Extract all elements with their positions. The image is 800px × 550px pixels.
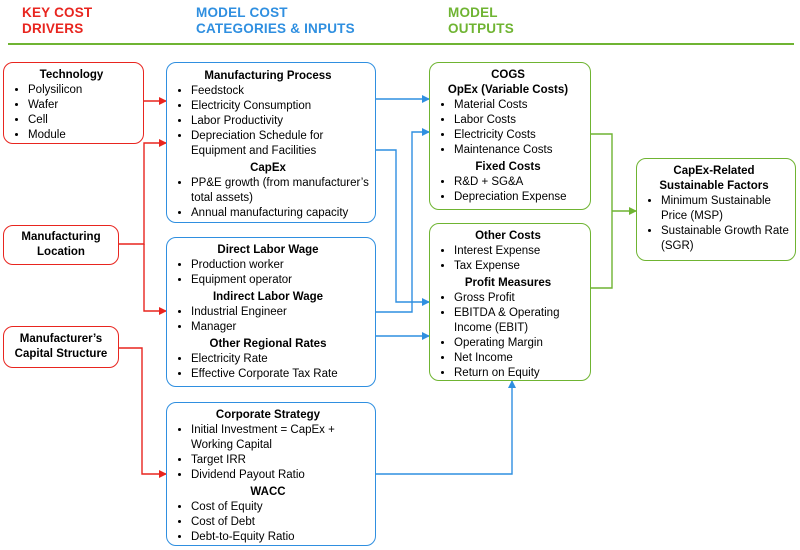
arrow-labor-to-cogs [376, 128, 430, 313]
list-item: Electricity Costs [454, 128, 586, 143]
other-regional-rates-title: Other Regional Rates [209, 338, 327, 350]
list-item: Initial Investment = CapEx + Working Cap… [191, 423, 369, 453]
cogs-title: COGS [491, 69, 525, 81]
list-item: Interest Expense [454, 244, 586, 259]
arrow-strategy-to-other [376, 380, 516, 475]
corporate-strategy-title: Corporate Strategy [215, 409, 321, 421]
arrow-location-to-manufacturing [119, 139, 167, 245]
output-cogs-box: COGS OpEx (Variable Costs) Material Cost… [429, 62, 591, 210]
arrow-manufacturing-to-profit [376, 149, 430, 306]
list-item: Depreciation Schedule for Equipment and … [191, 129, 369, 159]
arrow-other-to-capex-factors [591, 211, 613, 289]
list-item: Cost of Debt [191, 515, 369, 530]
list-item: Material Costs [454, 98, 586, 113]
list-item: Operating Margin [454, 336, 586, 351]
profit-measures-title: Profit Measures [464, 277, 552, 289]
fixed-costs-list: R&D + SG&A Depreciation Expense [430, 175, 586, 205]
header-key-cost-drivers: KEY COST DRIVERS [22, 5, 93, 36]
driver-manufacturing-location-box: Manufacturing Location [3, 225, 119, 265]
opex-title: OpEx (Variable Costs) [447, 84, 569, 96]
list-item: Equipment operator [191, 273, 369, 288]
list-item: Debt-to-Equity Ratio [191, 530, 369, 545]
driver-capital-structure-box: Manufacturer’s Capital Structure [3, 326, 119, 368]
header-model-cost-categories: MODEL COST CATEGORIES & INPUTS [196, 5, 355, 36]
list-item: Industrial Engineer [191, 305, 369, 320]
list-item: Labor Costs [454, 113, 586, 128]
capex-factors-list: Minimum Sustainable Price (MSP) Sustaina… [637, 194, 791, 254]
regional-rates-list: Electricity Rate Effective Corporate Tax… [167, 352, 369, 382]
header-model-outputs: MODEL OUTPUTS [448, 5, 514, 36]
other-costs-title: Other Costs [475, 230, 541, 242]
manufacturing-process-list: Feedstock Electricity Consumption Labor … [167, 84, 369, 159]
list-item: Annual manufacturing capacity [191, 206, 369, 221]
list-item: Dividend Payout Ratio [191, 468, 369, 483]
list-item: Depreciation Expense [454, 190, 586, 205]
list-item: Cost of Equity [191, 500, 369, 515]
list-item: EBITDA & Operating Income (EBIT) [454, 306, 586, 336]
list-item: Feedstock [191, 84, 369, 99]
indirect-labor-list: Industrial Engineer Manager [167, 305, 369, 335]
arrow-capital-to-strategy [119, 347, 167, 478]
wacc-list: Cost of Equity Cost of Debt Debt-to-Equi… [167, 500, 369, 545]
list-item: Maintenance Costs [454, 143, 586, 158]
driver-technology-title: Technology [39, 69, 104, 81]
header-divider [8, 43, 794, 45]
list-item: Module [28, 128, 139, 143]
list-item: Production worker [191, 258, 369, 273]
input-corporate-strategy-box: Corporate Strategy Initial Investment = … [166, 402, 376, 546]
list-item: R&D + SG&A [454, 175, 586, 190]
list-item: Wafer [28, 98, 139, 113]
direct-labor-list: Production worker Equipment operator [167, 258, 369, 288]
fixed-costs-title: Fixed Costs [475, 161, 541, 173]
direct-labor-wage-title: Direct Labor Wage [217, 244, 319, 256]
input-labor-regional-box: Direct Labor Wage Production worker Equi… [166, 237, 376, 387]
list-item: Labor Productivity [191, 114, 369, 129]
list-item: Minimum Sustainable Price (MSP) [661, 194, 791, 224]
arrow-location-to-labor [143, 244, 167, 315]
driver-technology-box: Technology Polysilicon Wafer Cell Module [3, 62, 144, 144]
capex-factors-title: CapEx-Related Sustainable Factors [659, 165, 769, 192]
list-item: Polysilicon [28, 83, 139, 98]
profit-measures-list: Gross Profit EBITDA & Operating Income (… [430, 291, 586, 381]
driver-technology-list: Polysilicon Wafer Cell Module [4, 83, 139, 143]
output-other-costs-box: Other Costs Interest Expense Tax Expense… [429, 223, 591, 381]
indirect-labor-wage-title: Indirect Labor Wage [212, 291, 324, 303]
list-item: Electricity Rate [191, 352, 369, 367]
list-item: Return on Equity [454, 366, 586, 381]
input-manufacturing-process-box: Manufacturing Process Feedstock Electric… [166, 62, 376, 223]
manufacturing-process-title: Manufacturing Process [204, 70, 332, 82]
capex-title: CapEx [250, 162, 286, 174]
list-item: Sustainable Growth Rate (SGR) [661, 224, 791, 254]
wacc-title: WACC [250, 486, 286, 498]
arrow-cogs-to-capex-factors [591, 133, 613, 211]
list-item: PP&E growth (from manufacturer’s total a… [191, 176, 369, 206]
capex-list: PP&E growth (from manufacturer’s total a… [167, 176, 369, 221]
list-item: Target IRR [191, 453, 369, 468]
list-item: Net Income [454, 351, 586, 366]
corporate-strategy-list: Initial Investment = CapEx + Working Cap… [167, 423, 369, 483]
list-item: Cell [28, 113, 139, 128]
list-item: Tax Expense [454, 259, 586, 274]
other-costs-list: Interest Expense Tax Expense [430, 244, 586, 274]
list-item: Effective Corporate Tax Rate [191, 367, 369, 382]
list-item: Manager [191, 320, 369, 335]
output-capex-factors-box: CapEx-Related Sustainable Factors Minimu… [636, 158, 796, 261]
opex-list: Material Costs Labor Costs Electricity C… [430, 98, 586, 158]
list-item: Gross Profit [454, 291, 586, 306]
list-item: Electricity Consumption [191, 99, 369, 114]
